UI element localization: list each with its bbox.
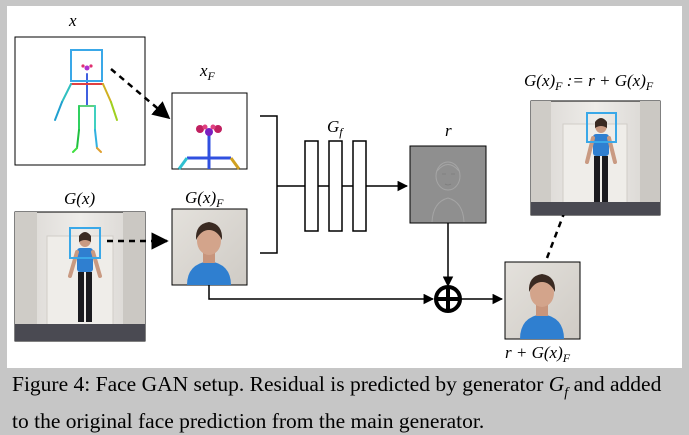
generated-body-image bbox=[14, 211, 146, 342]
final-output-image bbox=[530, 100, 661, 216]
figure-caption: Figure 4: Face GAN setup. Residual is pr… bbox=[12, 370, 682, 435]
label-g-x: G(x) bbox=[64, 189, 95, 208]
caption-prefix: Figure 4: Face GAN setup. Residual is pr… bbox=[12, 372, 549, 396]
crop-arrow-pose bbox=[110, 68, 171, 120]
caption-suffix: and added to the original face predictio… bbox=[12, 372, 662, 434]
pose-input-image bbox=[14, 36, 146, 166]
sum-node-icon bbox=[434, 285, 462, 313]
label-x: x bbox=[68, 11, 77, 30]
generated-face-crop-image bbox=[171, 208, 248, 286]
refined-face-image bbox=[504, 261, 581, 340]
face-crop-box bbox=[70, 49, 103, 82]
input-bracket bbox=[260, 115, 278, 254]
label-r: r bbox=[445, 121, 452, 140]
label-g-x-f: G(x)F bbox=[185, 188, 224, 210]
face-gan-diagram: x xF bbox=[14, 11, 661, 365]
figure-panel: x xF bbox=[7, 6, 682, 368]
face-generator-block bbox=[304, 140, 367, 232]
label-g-f: Gf bbox=[327, 117, 344, 139]
caption-generator-symbol: Gf bbox=[548, 372, 569, 401]
label-final-output: G(x)F := r + G(x)F bbox=[524, 71, 654, 93]
label-r-plus-g-x-f: r + G(x)F bbox=[505, 343, 571, 365]
output-face-box bbox=[586, 112, 617, 143]
residual-image bbox=[409, 145, 487, 224]
face-pose-crop-image bbox=[171, 92, 248, 170]
generated-face-box bbox=[69, 227, 101, 259]
face-to-sum-path bbox=[208, 285, 435, 305]
label-x-f: xF bbox=[199, 61, 216, 83]
